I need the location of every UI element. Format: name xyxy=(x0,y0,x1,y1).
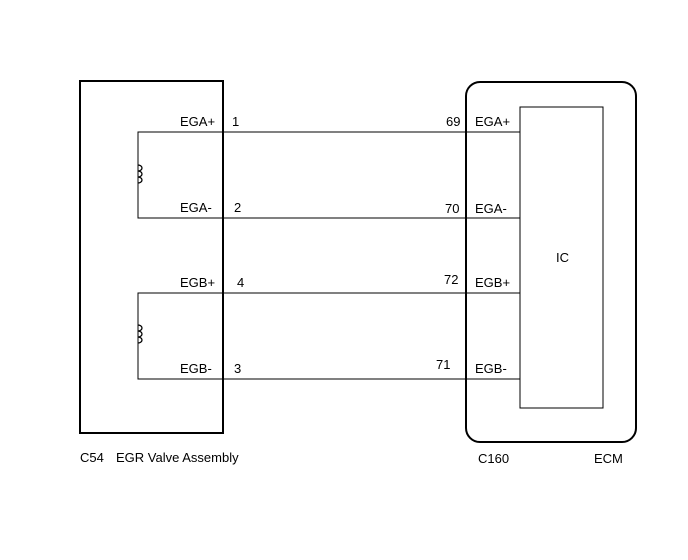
coil-b-icon xyxy=(137,324,143,344)
coil-a-icon xyxy=(137,164,143,184)
right-pin-70: 70 xyxy=(445,201,459,216)
right-component-name: ECM xyxy=(594,451,623,466)
left-connector-code: C54 xyxy=(80,450,104,465)
left-signal-ega-minus: EGA- xyxy=(180,200,212,215)
ic-box xyxy=(519,106,604,409)
left-signal-egb-plus: EGB+ xyxy=(180,275,215,290)
right-pin-71: 71 xyxy=(436,357,450,372)
left-pin-4: 4 xyxy=(237,275,244,290)
left-pin-3: 3 xyxy=(234,361,241,376)
right-signal-egb-plus: EGB+ xyxy=(475,275,510,290)
left-pin-2: 2 xyxy=(234,200,241,215)
left-signal-ega-plus: EGA+ xyxy=(180,114,215,129)
ecm-box xyxy=(465,81,637,443)
right-signal-egb-minus: EGB- xyxy=(475,361,507,376)
right-connector-code: C160 xyxy=(478,451,509,466)
right-signal-ega-plus: EGA+ xyxy=(475,114,510,129)
left-pin-1: 1 xyxy=(232,114,239,129)
right-signal-ega-minus: EGA- xyxy=(475,201,507,216)
right-pin-72: 72 xyxy=(444,272,458,287)
right-pin-69: 69 xyxy=(446,114,460,129)
left-component-name: EGR Valve Assembly xyxy=(116,450,239,465)
egr-valve-box xyxy=(79,80,224,434)
coil-a-loop xyxy=(137,131,223,219)
ic-label: IC xyxy=(556,250,569,265)
left-signal-egb-minus: EGB- xyxy=(180,361,212,376)
coil-b-loop xyxy=(137,292,223,380)
